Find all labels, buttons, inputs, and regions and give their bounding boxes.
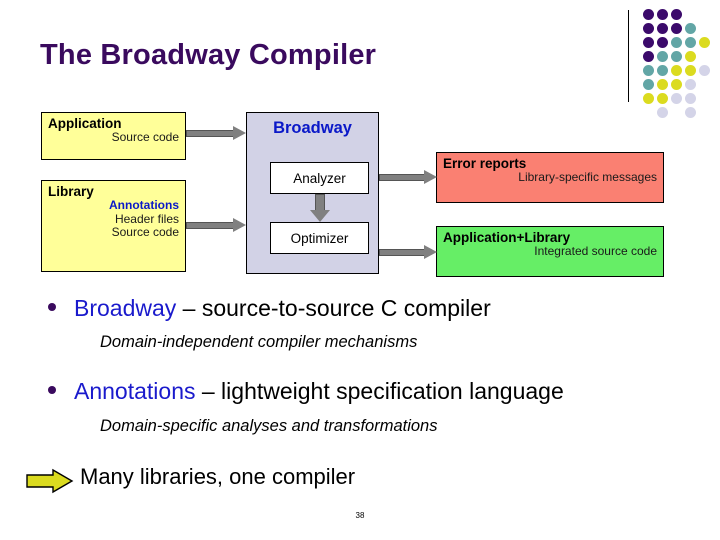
diagram-box-application: Application Source code bbox=[41, 112, 186, 160]
arrow-optimizer-to-application-library bbox=[379, 245, 437, 259]
right-arrow-icon bbox=[26, 468, 74, 494]
conclusion-text: Many libraries, one compiler bbox=[80, 464, 356, 489]
library-heading: Library bbox=[48, 184, 94, 199]
decorative-dot bbox=[671, 79, 682, 90]
decorative-dot bbox=[643, 65, 654, 76]
subnote-annotations: Domain-specific analyses and transformat… bbox=[100, 417, 438, 435]
list-item-annotations-keyword: Annotations bbox=[74, 378, 196, 404]
decorative-dot bbox=[657, 107, 668, 118]
decorative-dot bbox=[657, 93, 668, 104]
decorative-dot bbox=[685, 93, 696, 104]
diagram-box-optimizer: Optimizer bbox=[270, 222, 369, 254]
decorative-dot bbox=[643, 37, 654, 48]
application-heading: Application bbox=[48, 116, 122, 131]
decorative-dot bbox=[657, 9, 668, 20]
arrow-library-to-broadway bbox=[186, 218, 246, 232]
diagram-box-application-library: Application+Library Integrated source co… bbox=[436, 226, 664, 277]
decorative-dot bbox=[685, 37, 696, 48]
list-item-broadway-keyword: Broadway bbox=[74, 295, 177, 321]
application-library-line-0: Integrated source code bbox=[534, 244, 657, 259]
arrow-analyzer-to-optimizer bbox=[310, 194, 330, 222]
error-reports-line-0: Library-specific messages bbox=[518, 170, 657, 185]
decorative-dot bbox=[671, 37, 682, 48]
error-reports-heading: Error reports bbox=[443, 156, 527, 171]
decorative-dot bbox=[657, 37, 668, 48]
application-line-0: Source code bbox=[111, 130, 179, 145]
decorative-dot bbox=[643, 9, 654, 20]
decorative-dot bbox=[657, 65, 668, 76]
decorative-dot bbox=[699, 37, 710, 48]
broadway-title: Broadway bbox=[273, 119, 352, 137]
diagram-box-error-reports: Error reports Library-specific messages bbox=[436, 152, 664, 203]
slide-number: 38 bbox=[355, 511, 365, 520]
decorative-dot bbox=[657, 51, 668, 62]
diagram-box-broadway: Broadway Analyzer Optimizer bbox=[246, 112, 379, 274]
arrow-analyzer-to-error-reports bbox=[379, 170, 437, 184]
decorative-dot bbox=[671, 65, 682, 76]
decorative-dot bbox=[643, 93, 654, 104]
decorative-dot bbox=[685, 23, 696, 34]
list-item-broadway-rest: – source-to-source C compiler bbox=[176, 295, 491, 321]
compiler-flow-diagram: Application Source code Library Annotati… bbox=[41, 112, 664, 277]
decorative-dot bbox=[671, 93, 682, 104]
list-item-broadway-text: Broadway – source-to-source C compiler bbox=[74, 295, 491, 322]
decorative-dot bbox=[685, 107, 696, 118]
page-title: The Broadway Compiler bbox=[40, 39, 377, 71]
decorative-dot bbox=[671, 23, 682, 34]
diagram-box-analyzer: Analyzer bbox=[270, 162, 369, 194]
bullet-dot-icon bbox=[48, 303, 56, 311]
decorative-dot bbox=[657, 79, 668, 90]
library-line-header-files: Header files bbox=[114, 211, 179, 226]
library-line-source-code: Source code bbox=[111, 224, 179, 239]
decorative-dot bbox=[671, 9, 682, 20]
bullet-dot-icon bbox=[48, 386, 56, 394]
list-item-annotations: Annotations – lightweight specification … bbox=[48, 378, 564, 405]
list-item-annotations-rest: – lightweight specification language bbox=[195, 378, 564, 404]
decorative-dot bbox=[685, 65, 696, 76]
decorative-dot bbox=[643, 51, 654, 62]
conclusion-row: Many libraries, one compiler bbox=[0, 464, 720, 504]
decorative-dot bbox=[643, 23, 654, 34]
library-line-annotations: Annotations bbox=[109, 198, 179, 213]
decorative-dot bbox=[671, 51, 682, 62]
decorative-dot bbox=[685, 51, 696, 62]
arrow-application-to-broadway bbox=[186, 126, 246, 140]
decorative-vertical-rule bbox=[628, 10, 629, 102]
decorative-dot bbox=[699, 65, 710, 76]
decorative-dot-grid bbox=[643, 9, 715, 119]
decorative-dot bbox=[657, 23, 668, 34]
application-library-heading: Application+Library bbox=[443, 230, 571, 245]
list-item-broadway: Broadway – source-to-source C compiler bbox=[48, 295, 491, 322]
decorative-dot bbox=[643, 79, 654, 90]
subnote-broadway: Domain-independent compiler mechanisms bbox=[100, 333, 418, 351]
decorative-dot bbox=[685, 79, 696, 90]
list-item-annotations-text: Annotations – lightweight specification … bbox=[74, 378, 564, 405]
diagram-box-library: Library Annotations Header files Source … bbox=[41, 180, 186, 272]
